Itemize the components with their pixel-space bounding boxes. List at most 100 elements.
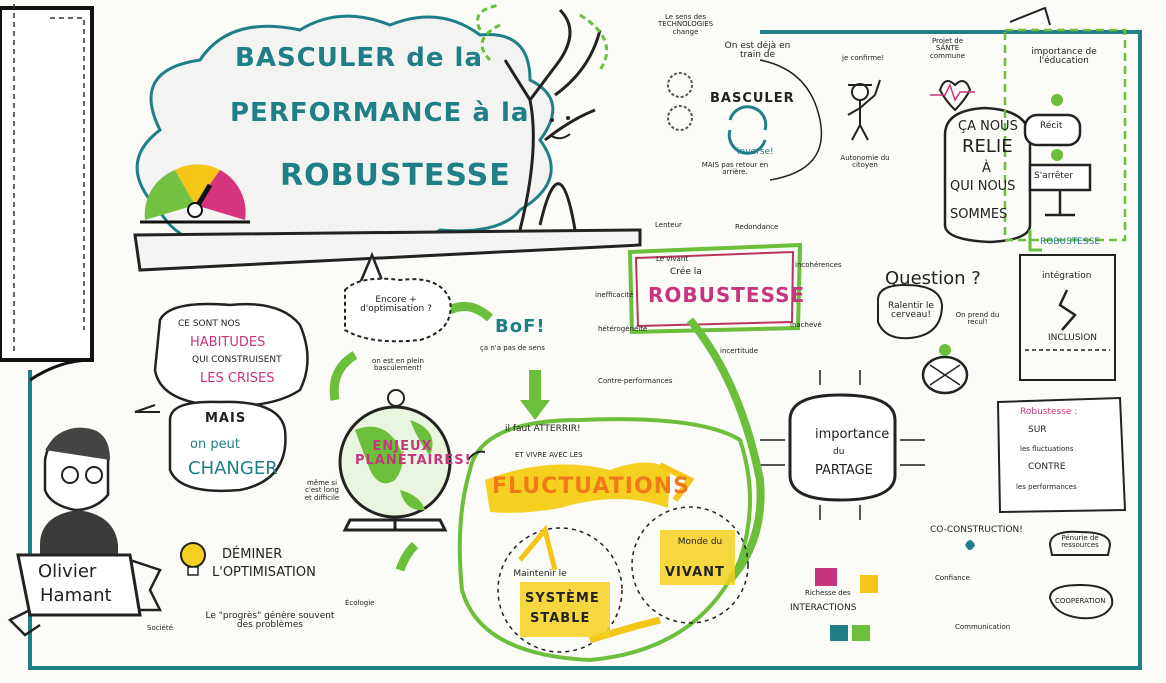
puzzle-people	[815, 530, 1114, 641]
integration-box	[1019, 254, 1116, 381]
center-fluctuations: FLUCTUATIONS	[492, 474, 690, 499]
tech-basculer: BASCULER	[710, 91, 795, 106]
globe-label: ENJEUX PLANÉTAIRES!	[355, 439, 472, 468]
change-note: même si c'est long et difficile	[304, 479, 340, 502]
citoyen-autonomie: Autonomie du citoyen	[840, 154, 890, 170]
tech-area	[667, 59, 823, 181]
progres-societe: Société	[147, 624, 173, 632]
tech-mais: MAIS pas retour en arrière.	[701, 161, 769, 177]
robust-cree: Crée la	[670, 267, 702, 277]
avatar	[7, 427, 163, 637]
relie-1: ÇA NOUS	[958, 119, 1018, 134]
heart-pulse-icon	[930, 80, 975, 112]
rsur-contre: CONTRE	[1028, 462, 1066, 472]
penurie-title: Pénurie de ressources	[1061, 534, 1099, 550]
tech-deja: On est déjà en train de	[724, 41, 791, 61]
citoyen-confirme: je confirme!	[842, 54, 885, 62]
rsur-sur: SUR	[1028, 425, 1047, 435]
optimisation-cloud	[344, 277, 452, 343]
cocon-title: CO-CONSTRUCTION!	[930, 525, 1023, 535]
progres-text: Le "progrès" génère souvent des problème…	[205, 611, 335, 631]
robust-incertitude: incertitude	[720, 347, 759, 355]
optim-bof: BoF!	[495, 316, 546, 337]
partage-screen	[760, 370, 925, 520]
relie-2: RELIE	[962, 136, 1013, 157]
robust-robustesse: ROBUSTESSE	[648, 283, 806, 307]
integration-header: ROBUSTESSE	[1040, 237, 1101, 247]
cocon-confiance: Confiance	[935, 574, 970, 582]
title-line-2: PERFORMANCE à la	[230, 98, 530, 128]
relie-4: QUI NOUS	[950, 179, 1016, 194]
education-box	[1003, 6, 1127, 252]
green-arrows	[329, 301, 550, 572]
question-title: Question ?	[885, 268, 981, 289]
cocon-communication: Communication	[955, 623, 1011, 631]
integration-integration: intégration	[1042, 271, 1092, 281]
penurie-cooperation: COOPÉRATION	[1055, 597, 1106, 605]
tech-sens: Le sens des TECHNOLOGIES change	[658, 13, 714, 36]
rsur-perf: les performances	[1016, 483, 1077, 491]
center-systeme: SYSTÈME	[525, 591, 600, 606]
habits-line-3: QUI CONSTRUISENT	[192, 355, 282, 365]
habits-line-2: HABITUDES	[190, 335, 266, 350]
question-area	[877, 283, 969, 395]
partage-3: PARTAGE	[815, 463, 873, 478]
relie-5: SOMMES	[950, 207, 1008, 222]
question-recul: On prend du recul!	[955, 311, 1000, 327]
habits-line-4: LES CRISES	[200, 371, 275, 386]
deminer-line-1: DÉMINER	[222, 547, 283, 562]
optim-question: Encore + d'optimisation ?	[360, 295, 432, 315]
rsur-fluct: les fluctuations	[1020, 445, 1074, 453]
education-recit: Récit	[1040, 121, 1063, 131]
gauge-icon	[140, 164, 250, 224]
title-line-3: ROBUSTESSE	[280, 158, 511, 193]
rsur-title: Robustesse :	[1020, 407, 1078, 417]
robustesse-sur-box	[996, 396, 1127, 514]
robustesse-frame	[627, 242, 803, 335]
education-arreter: S'arrêter	[1034, 171, 1074, 181]
robust-contre: Contre-performances	[598, 377, 673, 385]
center-vivant: VIVANT	[665, 565, 725, 580]
center-vivre: ET VIVRE AVEC LES	[515, 451, 583, 459]
robust-inacheve: inachevé	[790, 321, 822, 329]
progres-ecologie: Écologie	[345, 599, 375, 607]
habits-line-1: CE SONT NOS	[178, 319, 241, 329]
center-stable: STABLE	[530, 611, 591, 626]
robust-vivant: Le vivant	[656, 255, 689, 263]
center-monde: Monde du	[677, 537, 723, 547]
deminer-line-2: L'OPTIMISATION	[212, 565, 316, 580]
robust-heterogeneite: hétérogénéité	[598, 325, 648, 333]
tech-inverse: inverse!	[737, 147, 774, 157]
partage-2: du	[833, 447, 845, 457]
tree-icon	[476, 3, 609, 231]
author-first: Olivier	[38, 561, 97, 582]
change-changer: CHANGER	[188, 458, 278, 479]
change-mais: MAIS	[205, 411, 247, 426]
center-maintenir: Maintenir le	[513, 569, 567, 579]
cocon-richesse: Richesse des	[805, 589, 851, 597]
education-title: importance de l'éducation	[1031, 47, 1097, 67]
robust-redondance: Redondance	[735, 223, 779, 231]
robust-inefficacite: inefficacité	[595, 291, 634, 299]
integration-inclusion: INCLUSION	[1048, 333, 1098, 343]
cocon-interactions: INTERACTIONS	[790, 603, 857, 613]
globe-icon	[338, 389, 452, 532]
author-last: Hamant	[40, 585, 112, 606]
bulb-icon	[180, 542, 206, 576]
relie-3: À	[982, 161, 991, 176]
question-ralentir: Ralentir le cerveau!	[888, 301, 934, 321]
change-peut: on peut	[190, 437, 240, 452]
center-atterrir: il faut ATTERRIR!	[505, 424, 581, 434]
globe-note: on est en plein basculement!	[372, 357, 424, 373]
habits-bubble	[134, 302, 309, 493]
robust-incoherences: incohérences	[795, 261, 842, 269]
title-line-1: BASCULER de la	[235, 43, 484, 73]
citoyen-sante: Projet de SANTÉ commune	[930, 37, 965, 60]
scroll-banner	[0, 4, 94, 382]
optim-bof-sub: ça n'a pas de sens	[480, 344, 545, 352]
person-icon	[847, 79, 881, 141]
robust-lenteur: Lenteur	[655, 221, 682, 229]
central-loop	[457, 317, 765, 663]
